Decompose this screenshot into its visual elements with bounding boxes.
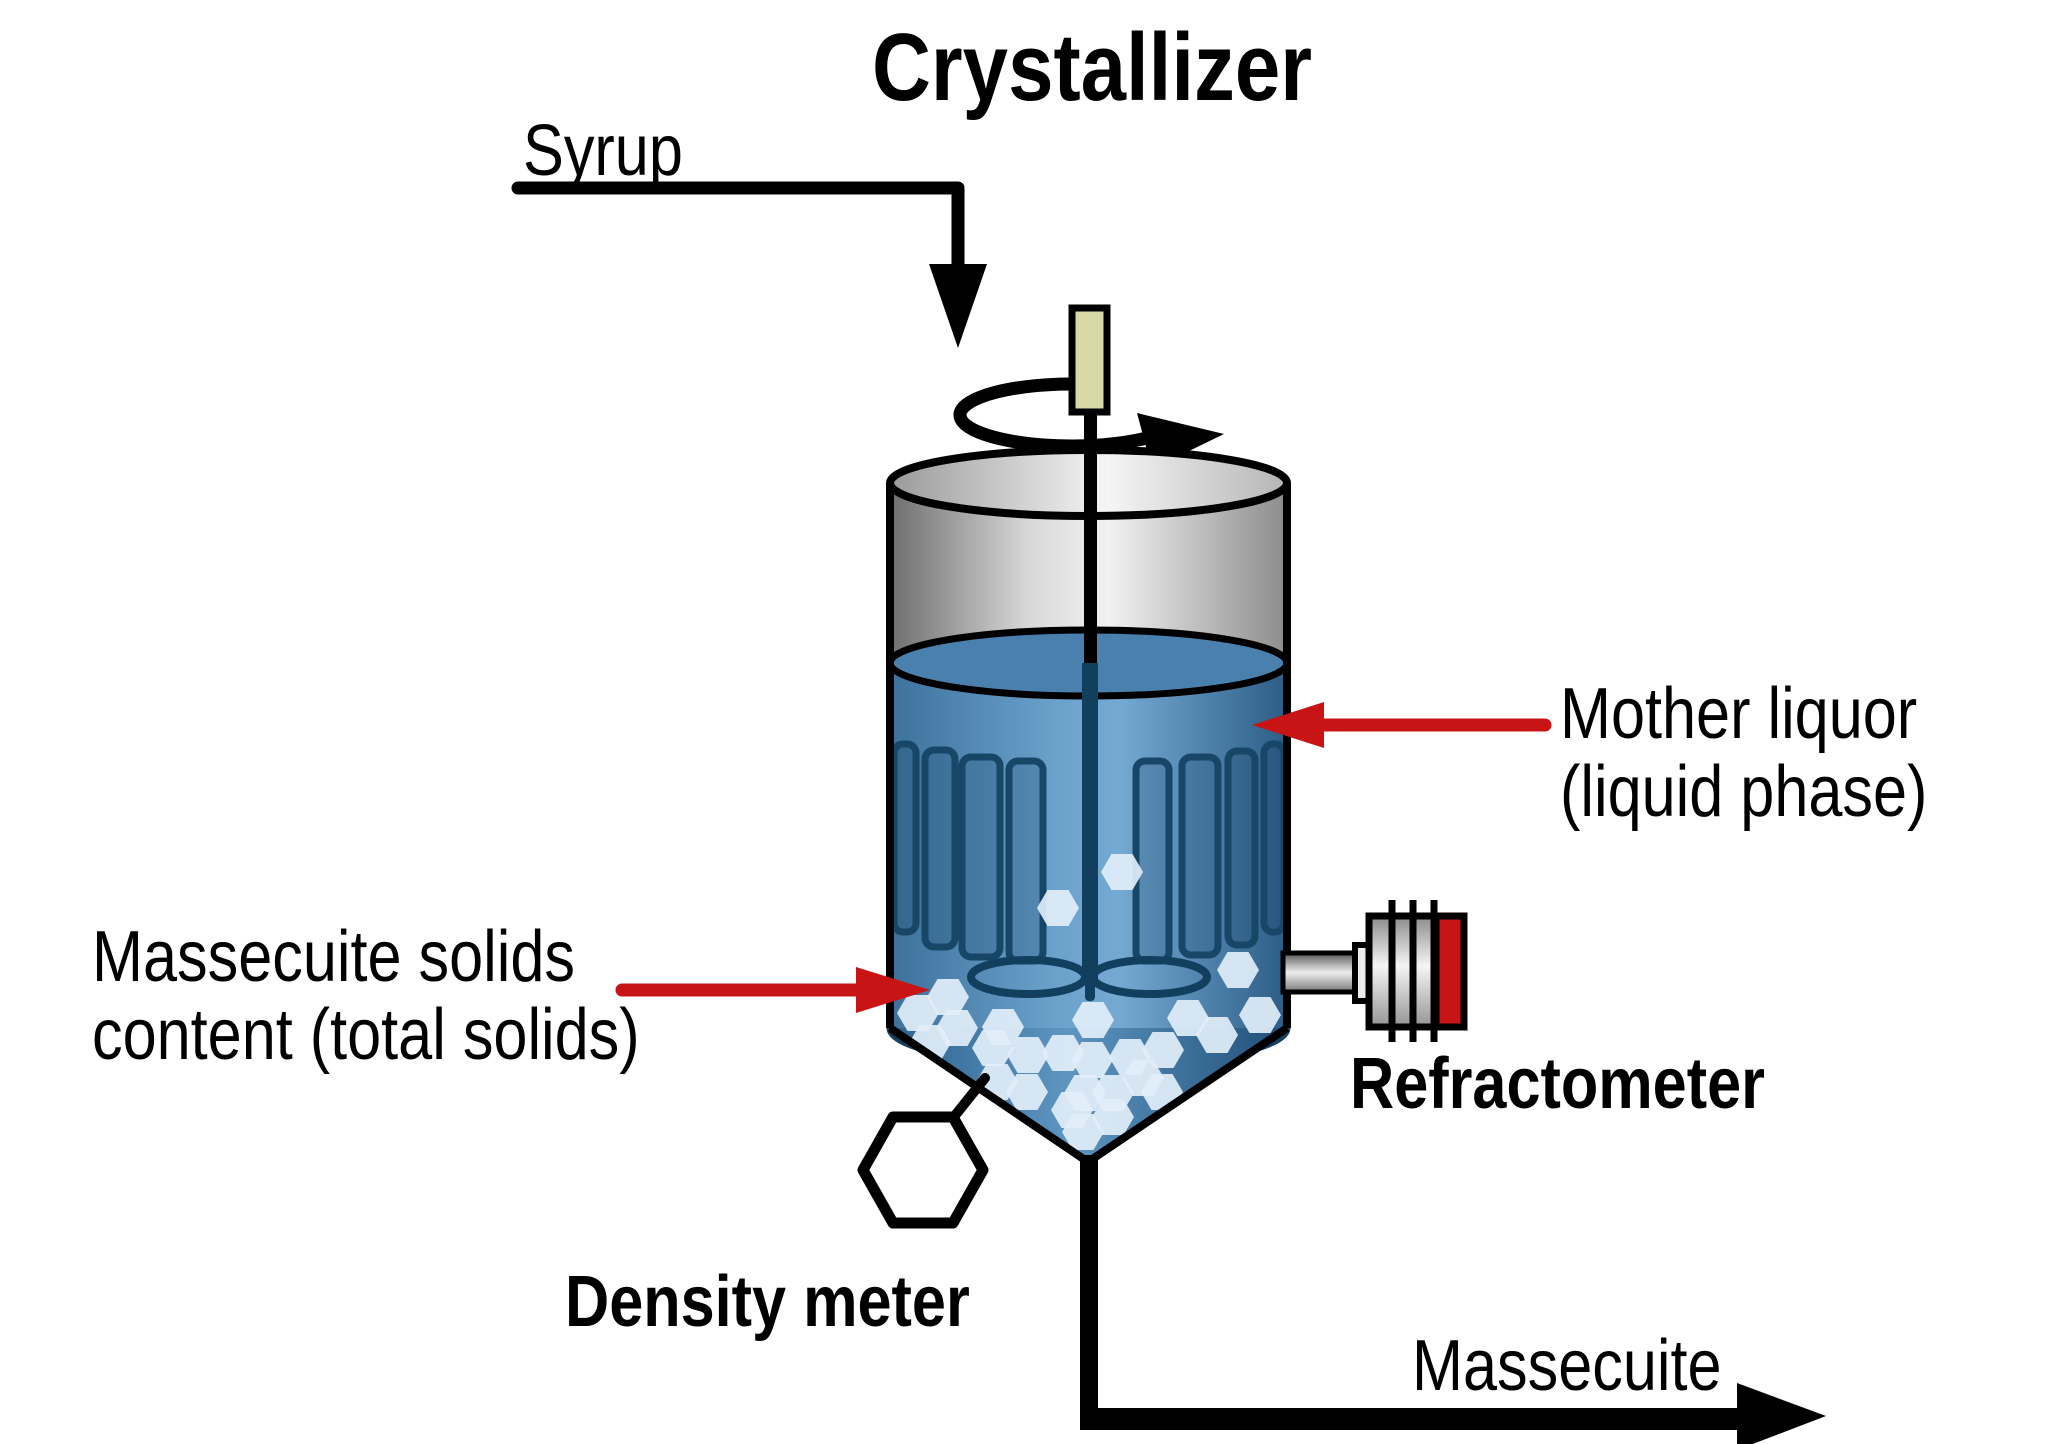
density-meter-label: Density meter (565, 1262, 970, 1342)
syrup-arrow-icon (929, 264, 987, 348)
density-meter-hexagon-icon (857, 1111, 989, 1229)
massecuite-arrow-icon (1737, 1383, 1826, 1444)
mother-liquor-line1: Mother liquor (1560, 674, 1918, 754)
density-meter-device (857, 1073, 990, 1229)
mother-liquor-label: Mother liquor (liquid phase) (1560, 675, 1927, 831)
syrup-inlet-pipe (511, 181, 987, 348)
agitator-shaft (1082, 408, 1098, 1001)
crystallizer-tank (886, 408, 1291, 1166)
baffles (890, 740, 1288, 965)
massecuite-solids-line1: Massecuite solids (92, 917, 575, 997)
diagram-title: Crystallizer (872, 14, 1312, 121)
refractometer-cap (1432, 912, 1468, 1031)
massecuite-outlet-label: Massecuite (1412, 1326, 1722, 1406)
massecuite-solids-label: Massecuite solids content (total solids) (92, 918, 640, 1074)
refractometer-label: Refractometer (1350, 1044, 1765, 1124)
outlet-pipe (1080, 1155, 1826, 1444)
agitator-motor (1068, 304, 1111, 416)
refractometer-device (1280, 900, 1468, 1042)
mother-liquor-line2: (liquid phase) (1560, 752, 1928, 832)
red-arrow-massecuite-solids (615, 967, 930, 1013)
syrup-inlet-label: Syrup (523, 111, 683, 191)
massecuite-solids-line2: content (total solids) (92, 995, 640, 1075)
impeller (967, 956, 1211, 998)
red-arrow-mother-liquor (1252, 702, 1552, 748)
